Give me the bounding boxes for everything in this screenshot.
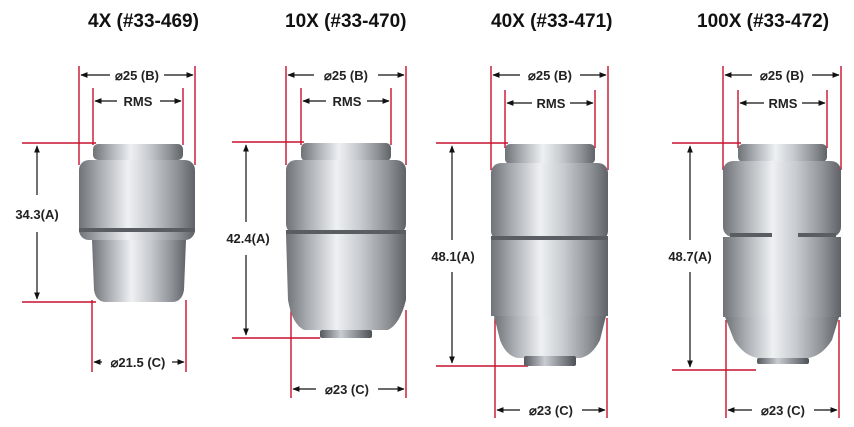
body-band [286,230,406,234]
objective-10x: 10X (#33-470) ⌀25 (B) RMS 42.4(A) ⌀23 (C… [226,11,407,398]
objective-40x: 40X (#33-471) ⌀25 (B) RMS 48.1(A) ⌀23 (C… [431,11,612,418]
length-label: 34.3(A) [15,207,58,222]
thread-label: RMS [769,96,798,111]
objective-nose [286,234,406,330]
length-label: 42.4(A) [226,231,269,246]
objective-4x: 4X (#33-469) ⌀25 (B) RMS 34.3(A) ⌀21.5 (… [15,11,199,372]
objective-title: 4X (#33-469) [88,11,199,32]
thread-collar [505,144,595,164]
length-label: 48.7(A) [668,249,711,264]
objective-nose [494,316,606,358]
thread-label: RMS [537,96,566,111]
objective-barrel [723,237,841,317]
front-lens-ring [320,330,372,338]
thread-label: RMS [333,94,362,109]
objective-body [491,163,608,241]
outer-diameter-label: ⌀25 (B) [115,68,159,83]
outer-diameter-label: ⌀25 (B) [760,68,804,83]
front-lens-ring [757,358,809,364]
thread-collar [738,144,827,162]
tip-diameter-label: ⌀23 (C) [761,403,805,418]
objective-nose [725,317,839,358]
tip-diameter-label: ⌀23 (C) [529,403,573,418]
objective-body [79,160,195,240]
objective-nose [92,240,186,302]
body-band [730,233,772,237]
objective-title: 40X (#33-471) [491,11,612,32]
length-label: 48.1(A) [431,249,474,264]
objective-body [723,161,841,237]
objective-barrel [491,240,608,316]
body-band [79,228,195,232]
body-band [798,233,836,237]
tip-diameter-label: ⌀23 (C) [325,382,369,397]
objective-100x: 100X (#33-472) ⌀25 (B) RMS 48.7(A) ⌀23 (… [668,11,842,418]
objective-body [286,160,406,234]
thread-collar [93,144,183,160]
objective-title: 100X (#33-472) [697,11,829,32]
tip-diameter-label: ⌀21.5 (C) [111,355,166,370]
objective-title: 10X (#33-470) [285,11,406,32]
outer-diameter-label: ⌀25 (B) [528,68,572,83]
body-band [491,236,608,240]
front-lens-ring [524,356,576,366]
thread-label: RMS [124,94,153,109]
outer-diameter-label: ⌀25 (B) [324,68,368,83]
thread-collar [301,143,391,161]
